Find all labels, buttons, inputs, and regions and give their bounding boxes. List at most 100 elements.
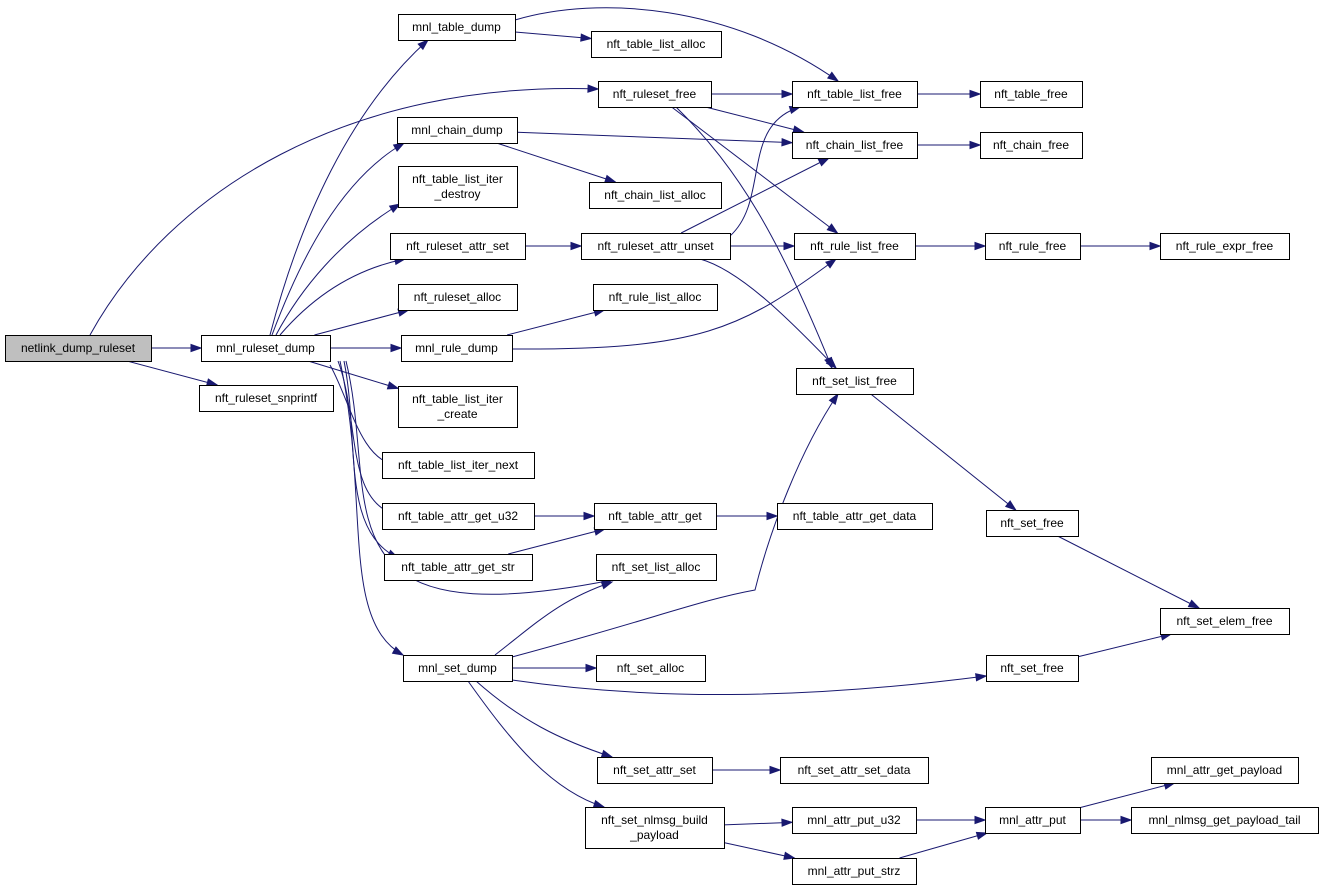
node-nft-table-list-iter-create[interactable]: nft_table_list_iter_create [398, 386, 518, 428]
node-label: nft_table_list_free [807, 87, 902, 101]
node-nft-rule-expr-free[interactable]: nft_rule_expr_free [1160, 233, 1290, 260]
edge-mnl_ruleset_dump-to-mnl_table_dump [269, 38, 430, 336]
node-nft-table-attr-get-u32[interactable]: nft_table_attr_get_u32 [382, 503, 535, 530]
node-mnl-nlmsg-get-payload-tail[interactable]: mnl_nlmsg_get_payload_tail [1131, 807, 1319, 834]
node-nft-rule-free[interactable]: nft_rule_free [985, 233, 1081, 260]
node-label: nft_ruleset_alloc [414, 290, 501, 304]
node-nft-ruleset-attr-unset[interactable]: nft_ruleset_attr_unset [581, 233, 731, 260]
arrowhead [585, 663, 598, 673]
node-nft-set-free-a[interactable]: nft_set_free [986, 510, 1079, 537]
edge-nft_table_attr_get_str-to-nft_table_attr_get [508, 527, 607, 555]
edge-nft_table_attr_get_u32-to-nft_table_attr_get [534, 511, 596, 521]
arrowhead [974, 241, 987, 251]
arrowhead [969, 89, 982, 99]
edge-mnl_set_dump-to-nft_set_list_alloc [494, 581, 614, 656]
node-label: nft_set_list_free [812, 374, 897, 388]
node-nft-set-nlmsg-build-payload[interactable]: nft_set_nlmsg_build_payload [585, 807, 725, 849]
node-nft-chain-list-free[interactable]: nft_chain_list_free [792, 132, 918, 159]
node-nft-set-attr-set[interactable]: nft_set_attr_set [597, 757, 713, 784]
node-mnl-set-dump[interactable]: mnl_set_dump [403, 655, 513, 682]
arrowhead [600, 749, 614, 758]
edge-netlink_dump_ruleset-to-nft_ruleset_free [89, 84, 600, 336]
node-nft-ruleset-attr-set[interactable]: nft_ruleset_attr_set [390, 233, 526, 260]
node-nft-ruleset-alloc[interactable]: nft_ruleset_alloc [398, 284, 518, 311]
node-box [1160, 608, 1290, 635]
arrowhead [792, 125, 805, 134]
arrowhead [975, 673, 988, 682]
node-nft-set-list-free[interactable]: nft_set_list_free [796, 368, 914, 395]
node-nft-rule-list-free[interactable]: nft_rule_list_free [794, 233, 916, 260]
edge-nft_chain_list_free-to-nft_chain_free [917, 140, 982, 150]
edge-line [511, 393, 839, 658]
node-nft-set-free-b[interactable]: nft_set_free [986, 655, 1079, 682]
node-nft-table-attr-get-data[interactable]: nft_table_attr_get_data [777, 503, 933, 530]
arrowhead [828, 392, 839, 406]
node-label: nft_table_attr_get_u32 [398, 509, 518, 523]
node-mnl-attr-put-strz[interactable]: mnl_attr_put_strz [792, 858, 917, 885]
arrowhead [386, 381, 400, 390]
node-nft-set-elem-free[interactable]: nft_set_elem_free [1160, 608, 1290, 635]
node-label: nft_ruleset_free [613, 87, 697, 101]
node-label: mnl_rule_dump [415, 341, 498, 355]
edge-line [275, 203, 401, 336]
node-mnl-attr-put-u32[interactable]: mnl_attr_put_u32 [792, 807, 917, 834]
node-nft-chain-free[interactable]: nft_chain_free [980, 132, 1083, 159]
node-nft-ruleset-snprintf[interactable]: nft_ruleset_snprintf [199, 385, 334, 412]
arrowhead [974, 815, 987, 825]
arrowhead [825, 357, 838, 370]
node-mnl-attr-get-payload[interactable]: mnl_attr_get_payload [1151, 757, 1299, 784]
edge-line [899, 832, 988, 859]
arrowhead [390, 343, 403, 353]
node-nft-table-attr-get[interactable]: nft_table_attr_get [594, 503, 717, 530]
node-mnl-chain-dump[interactable]: mnl_chain_dump [397, 117, 518, 144]
node-nft-rule-list-alloc[interactable]: nft_rule_list_alloc [593, 284, 718, 311]
node-mnl-attr-put[interactable]: mnl_attr_put [985, 807, 1081, 834]
node-mnl-rule-dump[interactable]: mnl_rule_dump [401, 335, 513, 362]
node-nft-table-list-iter-destroy[interactable]: nft_table_list_iter_destroy [398, 166, 518, 208]
node-mnl-ruleset-dump[interactable]: mnl_ruleset_dump [201, 335, 331, 362]
node-label: nft_table_attr_get [608, 509, 702, 523]
node-nft-table-free[interactable]: nft_table_free [980, 81, 1083, 108]
edge-netlink_dump_ruleset-to-nft_ruleset_snprintf [126, 360, 219, 387]
arrowhead [766, 511, 779, 521]
node-label: _create [436, 407, 477, 421]
node-nft-set-list-alloc[interactable]: nft_set_list_alloc [596, 554, 717, 581]
node-label: nft_rule_list_alloc [609, 290, 702, 304]
node-nft-set-alloc[interactable]: nft_set_alloc [596, 655, 706, 682]
edge-line [467, 680, 605, 808]
node-label: nft_ruleset_attr_set [406, 239, 509, 253]
edge-mnl_rule_dump-to-nft_rule_list_free [511, 258, 838, 350]
edge-mnl_ruleset_dump-to-nft_table_list_iter_next [329, 364, 398, 468]
node-nft-chain-list-alloc[interactable]: nft_chain_list_alloc [589, 182, 722, 209]
node-box [398, 166, 518, 208]
edge-mnl_rule_dump-to-nft_rule_list_alloc [506, 308, 606, 336]
node-box [585, 807, 725, 849]
arrowhead [417, 38, 430, 51]
edge-line [337, 360, 397, 516]
node-nft-table-list-iter-next[interactable]: nft_table_list_iter_next [382, 452, 535, 479]
edge-line [126, 360, 218, 386]
node-nft-table-list-alloc[interactable]: nft_table_list_alloc [591, 31, 722, 58]
node-label: nft_rule_free [999, 239, 1067, 253]
node-label: mnl_attr_put [999, 813, 1066, 827]
node-nft-table-attr-get-str[interactable]: nft_table_attr_get_str [384, 554, 533, 581]
arrowhead [817, 157, 831, 167]
node-label: nft_set_elem_free [1176, 614, 1272, 628]
arrowhead [388, 203, 402, 214]
node-nft-ruleset-free[interactable]: nft_ruleset_free [598, 81, 712, 108]
edge-line [508, 528, 605, 555]
node-box [985, 807, 1081, 834]
node-nft-set-attr-set-data[interactable]: nft_set_attr_set_data [780, 757, 929, 784]
node-label: nft_set_free [1000, 661, 1064, 675]
node-box [382, 503, 535, 530]
edge-line [329, 364, 397, 466]
node-box [1160, 233, 1290, 260]
node-box [1151, 757, 1299, 784]
node-netlink-dump-ruleset[interactable]: netlink_dump_ruleset [5, 335, 152, 362]
node-label: nft_ruleset_snprintf [215, 391, 318, 405]
node-mnl-table-dump[interactable]: mnl_table_dump [398, 14, 516, 41]
node-nft-table-list-free[interactable]: nft_table_list_free [792, 81, 918, 108]
node-box [384, 554, 533, 581]
arrowhead [392, 142, 406, 152]
node-box [201, 335, 331, 362]
